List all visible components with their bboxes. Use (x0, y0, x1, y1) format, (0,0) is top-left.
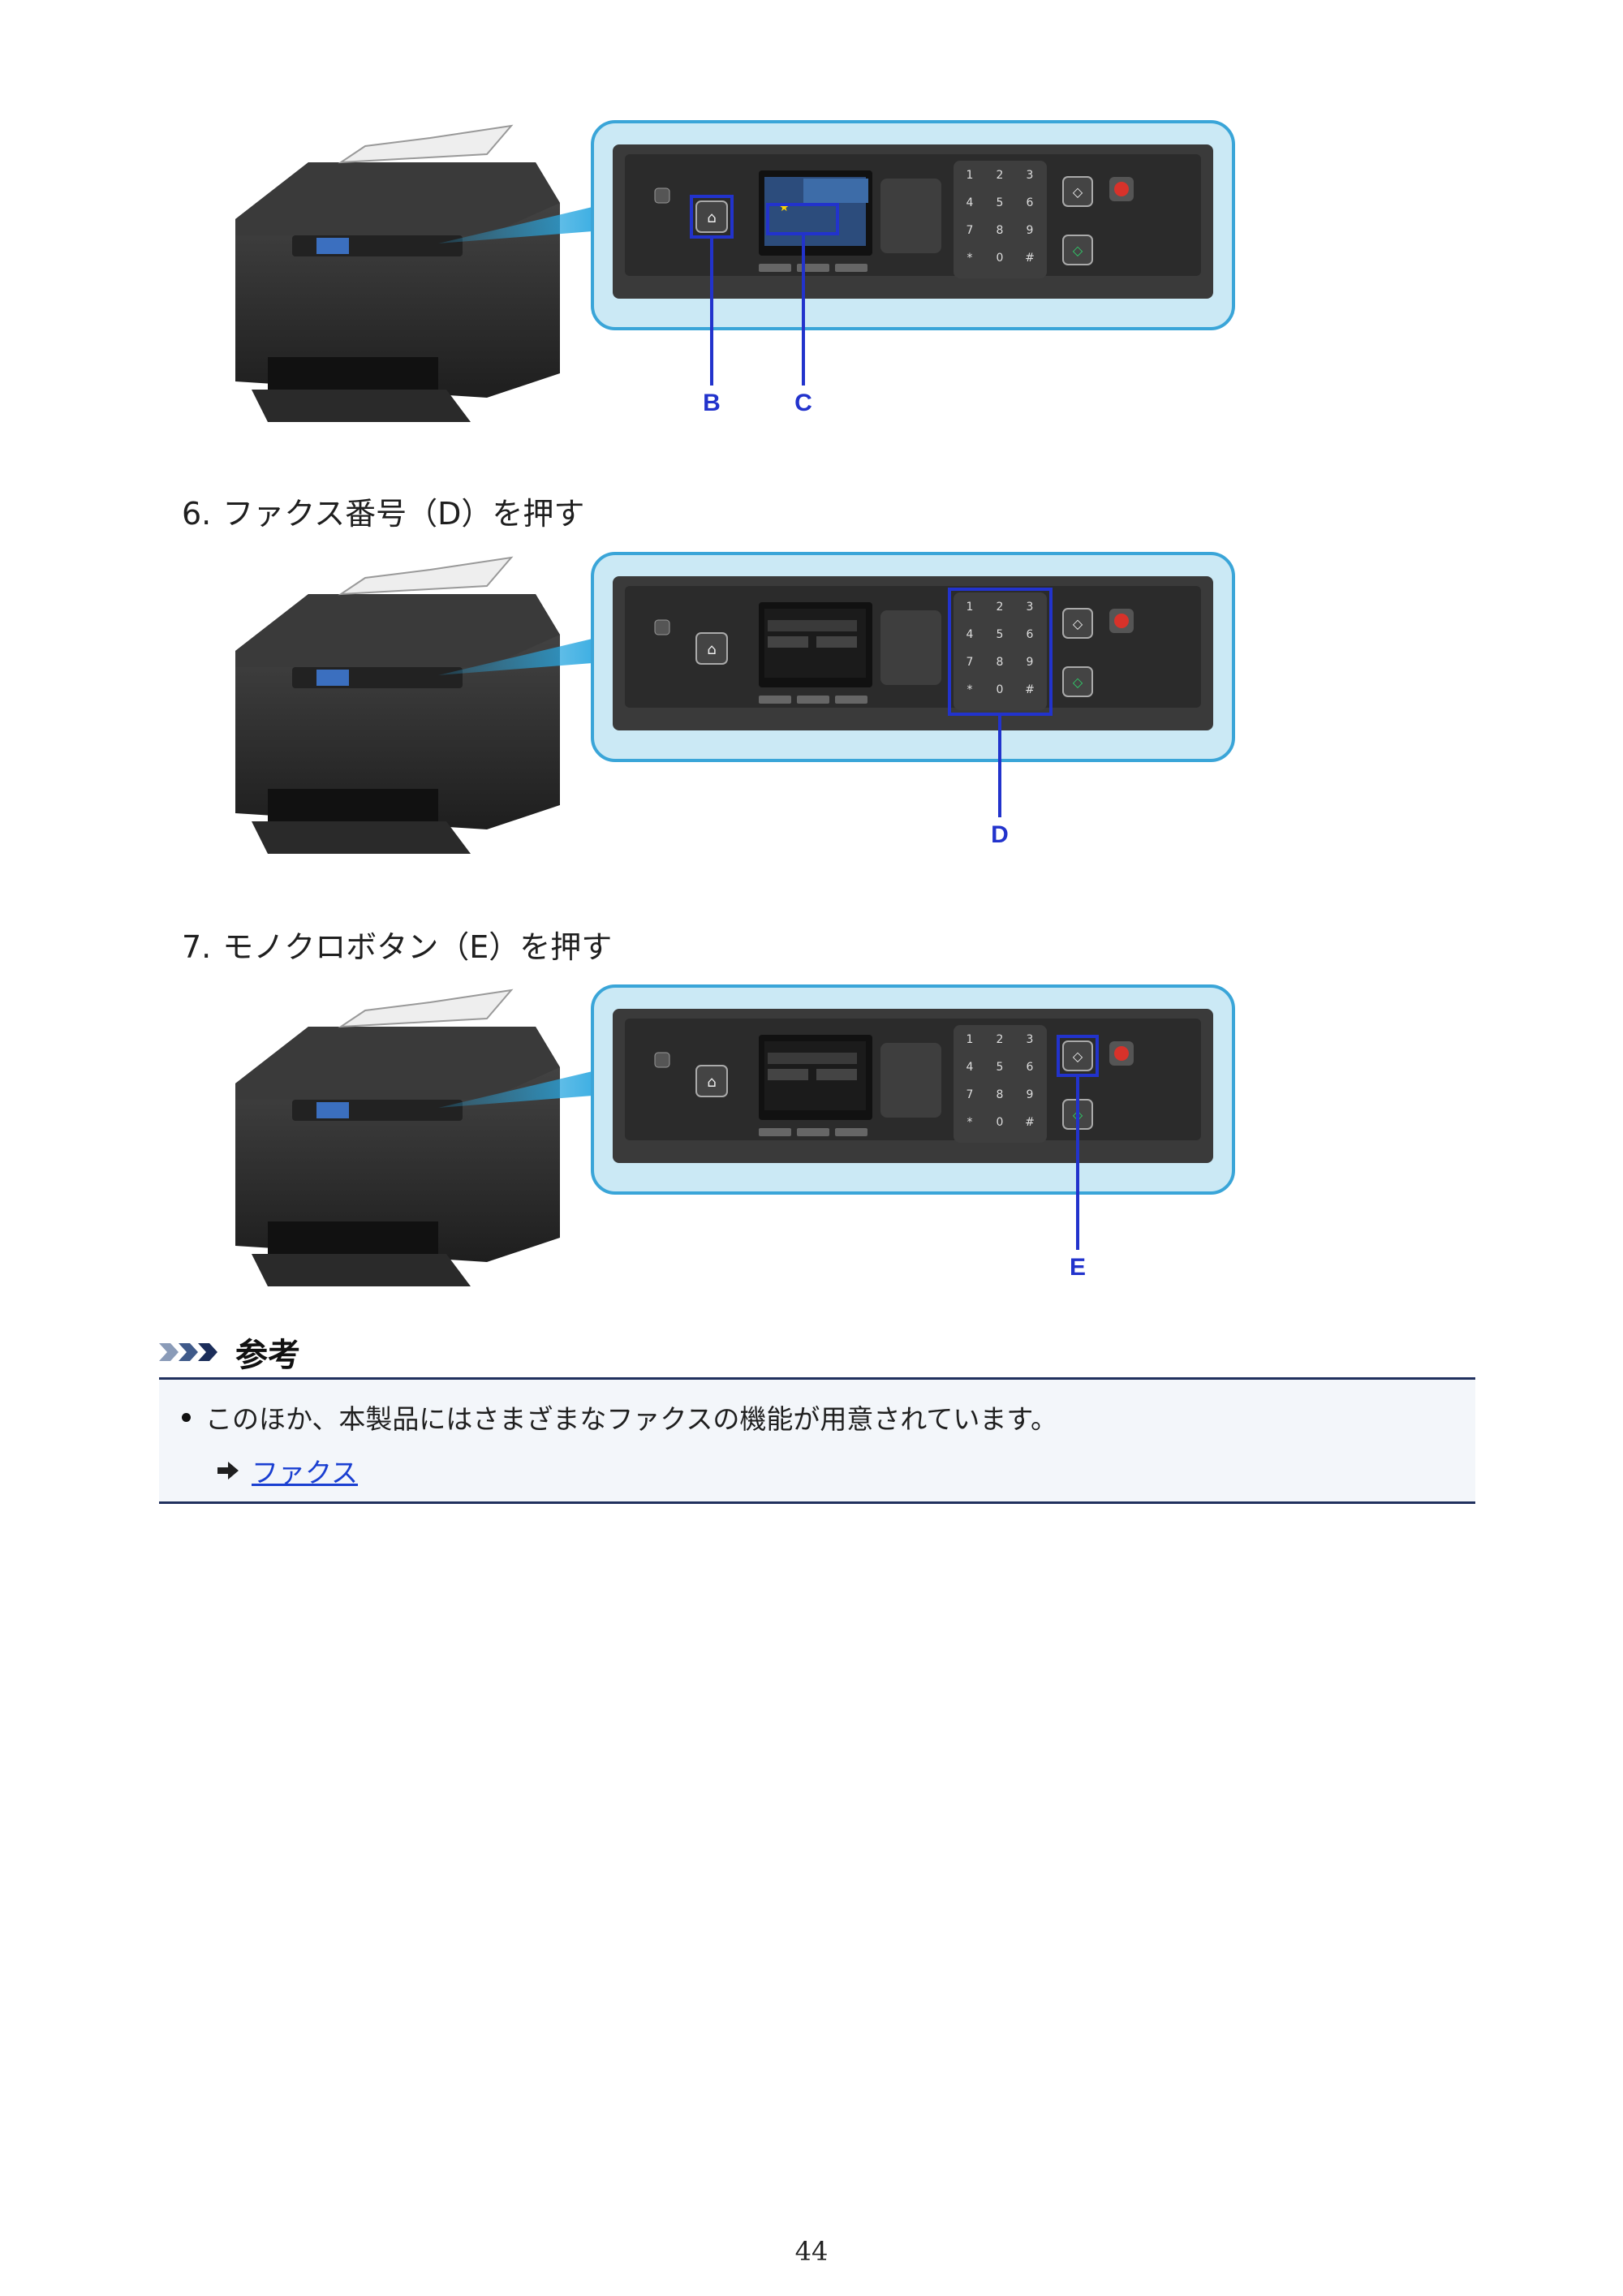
key-1: 1 (966, 169, 974, 182)
svg-text:9: 9 (1027, 1088, 1034, 1101)
printer-panel-illustration: ⌂ 1 2 3 4 5 6 7 8 9 * 0 # ◇ ◇ (235, 552, 1235, 854)
svg-text:1: 1 (966, 1033, 974, 1046)
page-number: 44 (794, 2236, 829, 2267)
svg-text:◇: ◇ (1073, 1049, 1083, 1064)
zoom-beam (438, 1071, 592, 1108)
note-title: 参考 (235, 1337, 300, 1374)
control-panel-zoom: ⌂ ★ 1 2 3 4 5 6 7 8 9 * 0 # ◇ (591, 120, 1235, 330)
svg-text:3: 3 (1027, 1033, 1034, 1046)
callout-b: B (690, 195, 734, 416)
figure-printer-fax-number: ⌂ 1 2 3 4 5 6 7 8 9 * 0 # ◇ ◇ (219, 545, 1242, 886)
key-4: 4 (966, 196, 974, 209)
fax-link[interactable]: ファクス (252, 1457, 359, 1488)
svg-text:7: 7 (966, 656, 974, 669)
key-8: 8 (997, 224, 1004, 237)
figure-printer-black-button: ⌂ 123 456 789 *0# ◇ ◇ (219, 978, 1242, 1319)
svg-text:8: 8 (997, 1088, 1004, 1101)
svg-text:6: 6 (1027, 628, 1034, 641)
key-7: 7 (966, 224, 974, 237)
svg-text:7: 7 (966, 1088, 974, 1101)
svg-text:#: # (1025, 683, 1035, 696)
printer-panel-illustration: ⌂ ★ 1 2 3 4 5 6 7 8 9 * 0 # ◇ (235, 120, 1235, 422)
callout-label-c: C (794, 390, 812, 416)
key-9: 9 (1027, 224, 1034, 237)
control-panel-zoom: ⌂ 123 456 789 *0# ◇ ◇ (591, 984, 1235, 1195)
svg-text:◇: ◇ (1073, 616, 1083, 631)
key-hash: # (1025, 252, 1035, 265)
control-panel-zoom: ⌂ 1 2 3 4 5 6 7 8 9 * 0 # ◇ ◇ (591, 552, 1235, 762)
svg-text:6: 6 (1027, 1061, 1034, 1074)
key-0: 0 (997, 252, 1004, 265)
svg-text:◇: ◇ (1073, 674, 1083, 690)
svg-text:*: * (967, 1116, 973, 1129)
svg-text:0: 0 (997, 1116, 1004, 1129)
svg-text:5: 5 (997, 628, 1004, 641)
svg-text:4: 4 (966, 628, 974, 641)
note-heading: 参考 (159, 1329, 300, 1376)
svg-text:9: 9 (1027, 656, 1034, 669)
callout-label-e: E (1070, 1254, 1086, 1281)
key-2: 2 (997, 169, 1004, 182)
svg-text:#: # (1025, 1116, 1035, 1129)
svg-text:*: * (967, 683, 973, 696)
step-6: 6. ファクス番号（D）を押す (182, 489, 584, 533)
printer-body (235, 124, 560, 422)
zoom-beam (438, 207, 592, 243)
svg-text:0: 0 (997, 683, 1004, 696)
key-3: 3 (1027, 169, 1034, 182)
step-number: 7. (182, 929, 212, 965)
key-6: 6 (1027, 196, 1034, 209)
svg-text:3: 3 (1027, 601, 1034, 614)
figure-printer-home-fax: ⌂ ★ 1 2 3 4 5 6 7 8 9 * 0 # ◇ (219, 114, 1242, 454)
callout-d: D (948, 588, 1053, 848)
svg-text:◇: ◇ (1073, 243, 1083, 258)
arrow-right-icon (217, 1462, 239, 1480)
note-box: このほか、本製品にはさまざまなファクスの機能が用意されています。 ファクス (159, 1377, 1475, 1504)
step-7: 7. モノクロボタン（E）を押す (182, 922, 612, 967)
zoom-beam (438, 639, 592, 675)
bullet-icon (182, 1412, 191, 1422)
step-text: ファクス番号（D）を押す (222, 496, 585, 532)
step-text: モノクロボタン（E）を押す (222, 929, 613, 965)
svg-text:1: 1 (966, 601, 974, 614)
svg-text:8: 8 (997, 656, 1004, 669)
callout-c: C (766, 203, 839, 416)
svg-text:◇: ◇ (1073, 184, 1083, 200)
svg-text:⌂: ⌂ (707, 209, 716, 226)
note-item: このほか、本製品にはさまざまなファクスの機能が用意されています。 (182, 1398, 1057, 1437)
callout-label-d: D (991, 821, 1009, 848)
printer-panel-illustration: ⌂ 123 456 789 *0# ◇ ◇ (235, 984, 1235, 1286)
svg-text:2: 2 (997, 1033, 1004, 1046)
key-star: * (967, 252, 973, 265)
note-link-row: ファクス (217, 1451, 358, 1490)
key-5: 5 (997, 196, 1004, 209)
svg-text:⌂: ⌂ (707, 1074, 716, 1091)
note-item-text: このほか、本製品にはさまざまなファクスの機能が用意されています。 (205, 1403, 1058, 1435)
callout-label-b: B (703, 390, 721, 416)
printer-body (235, 989, 560, 1286)
svg-text:2: 2 (997, 601, 1004, 614)
svg-text:5: 5 (997, 1061, 1004, 1074)
triple-chevron-icon (159, 1343, 217, 1361)
printer-body (235, 556, 560, 854)
callout-e: E (1057, 1035, 1099, 1281)
svg-text:⌂: ⌂ (707, 641, 716, 658)
step-number: 6. (182, 496, 212, 532)
svg-text:4: 4 (966, 1061, 974, 1074)
